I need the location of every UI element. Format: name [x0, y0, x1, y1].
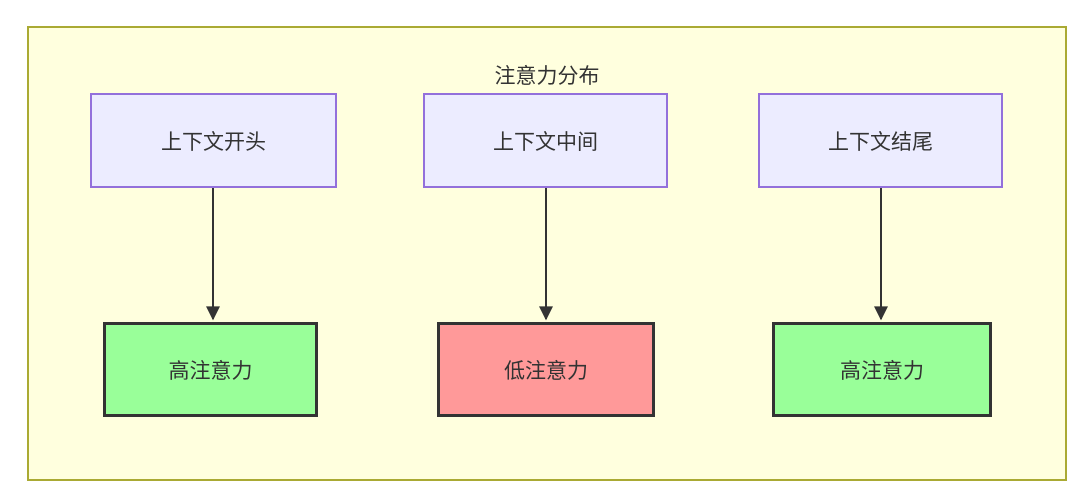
node-high-attention-left: 高注意力	[103, 322, 318, 417]
node-context-end-label: 上下文结尾	[828, 130, 933, 154]
node-high-attention-left-label: 高注意力	[168, 359, 253, 383]
node-high-attention-right-label: 高注意力	[840, 359, 924, 383]
node-low-attention-middle-label: 低注意力	[504, 359, 588, 383]
node-context-end: 上下文结尾	[758, 93, 1003, 188]
node-context-middle: 上下文中间	[423, 93, 668, 188]
node-context-beginning: 上下文开头	[90, 93, 337, 188]
node-low-attention-middle: 低注意力	[437, 322, 655, 417]
diagram-title: 注意力分布	[494, 65, 600, 88]
node-context-middle-label: 上下文中间	[493, 130, 598, 154]
node-high-attention-right: 高注意力	[772, 322, 992, 417]
node-context-beginning-label: 上下文开头	[161, 130, 266, 154]
